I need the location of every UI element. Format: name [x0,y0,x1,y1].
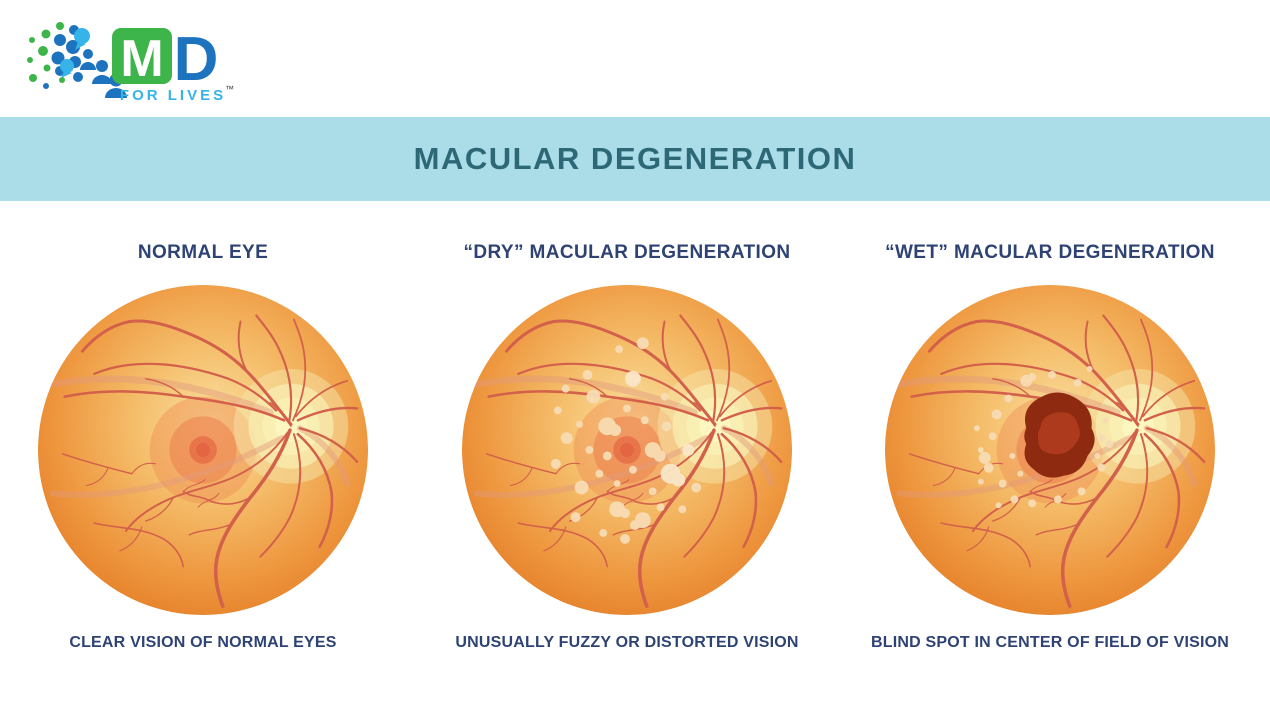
column-normal-eye: NORMAL EYE CLEAR VISION OF NORMAL EYES [9,242,397,652]
logo-letter-m: M [120,30,163,88]
speech-bubble-icon [60,28,90,78]
column-heading-wet: “WET” MACULAR DEGENERATION [885,242,1215,263]
logo-md-mark: M D [112,25,218,94]
page-title: MACULAR DEGENERATION [413,141,857,176]
wet-amd-fundus-illustration [882,280,1218,616]
column-dry-amd: “DRY” MACULAR DEGENERATION UNUSUALLY FUZ… [433,242,821,652]
column-heading-normal: NORMAL EYE [137,242,269,263]
logo-letter-d: D [174,25,219,94]
caption-dry: UNUSUALLY FUZZY OR DISTORTED VISION [455,634,799,651]
column-heading-dry: “DRY” MACULAR DEGENERATION [463,242,791,263]
logo-tagline: FOR LIVES [120,87,226,104]
column-wet-amd: “WET” MACULAR DEGENERATION BLIND SPOT IN… [856,242,1244,652]
mdforlives-logo: M D FOR LIVES ™ [27,22,234,104]
title-banner: MACULAR DEGENERATION [0,117,1270,201]
dry-amd-fundus-illustration [459,280,795,616]
caption-normal: CLEAR VISION OF NORMAL EYES [69,634,337,651]
normal-fundus-illustration [35,280,371,616]
caption-wet: BLIND SPOT IN CENTER OF FIELD OF VISION [870,634,1230,651]
trademark-symbol: ™ [225,84,234,94]
